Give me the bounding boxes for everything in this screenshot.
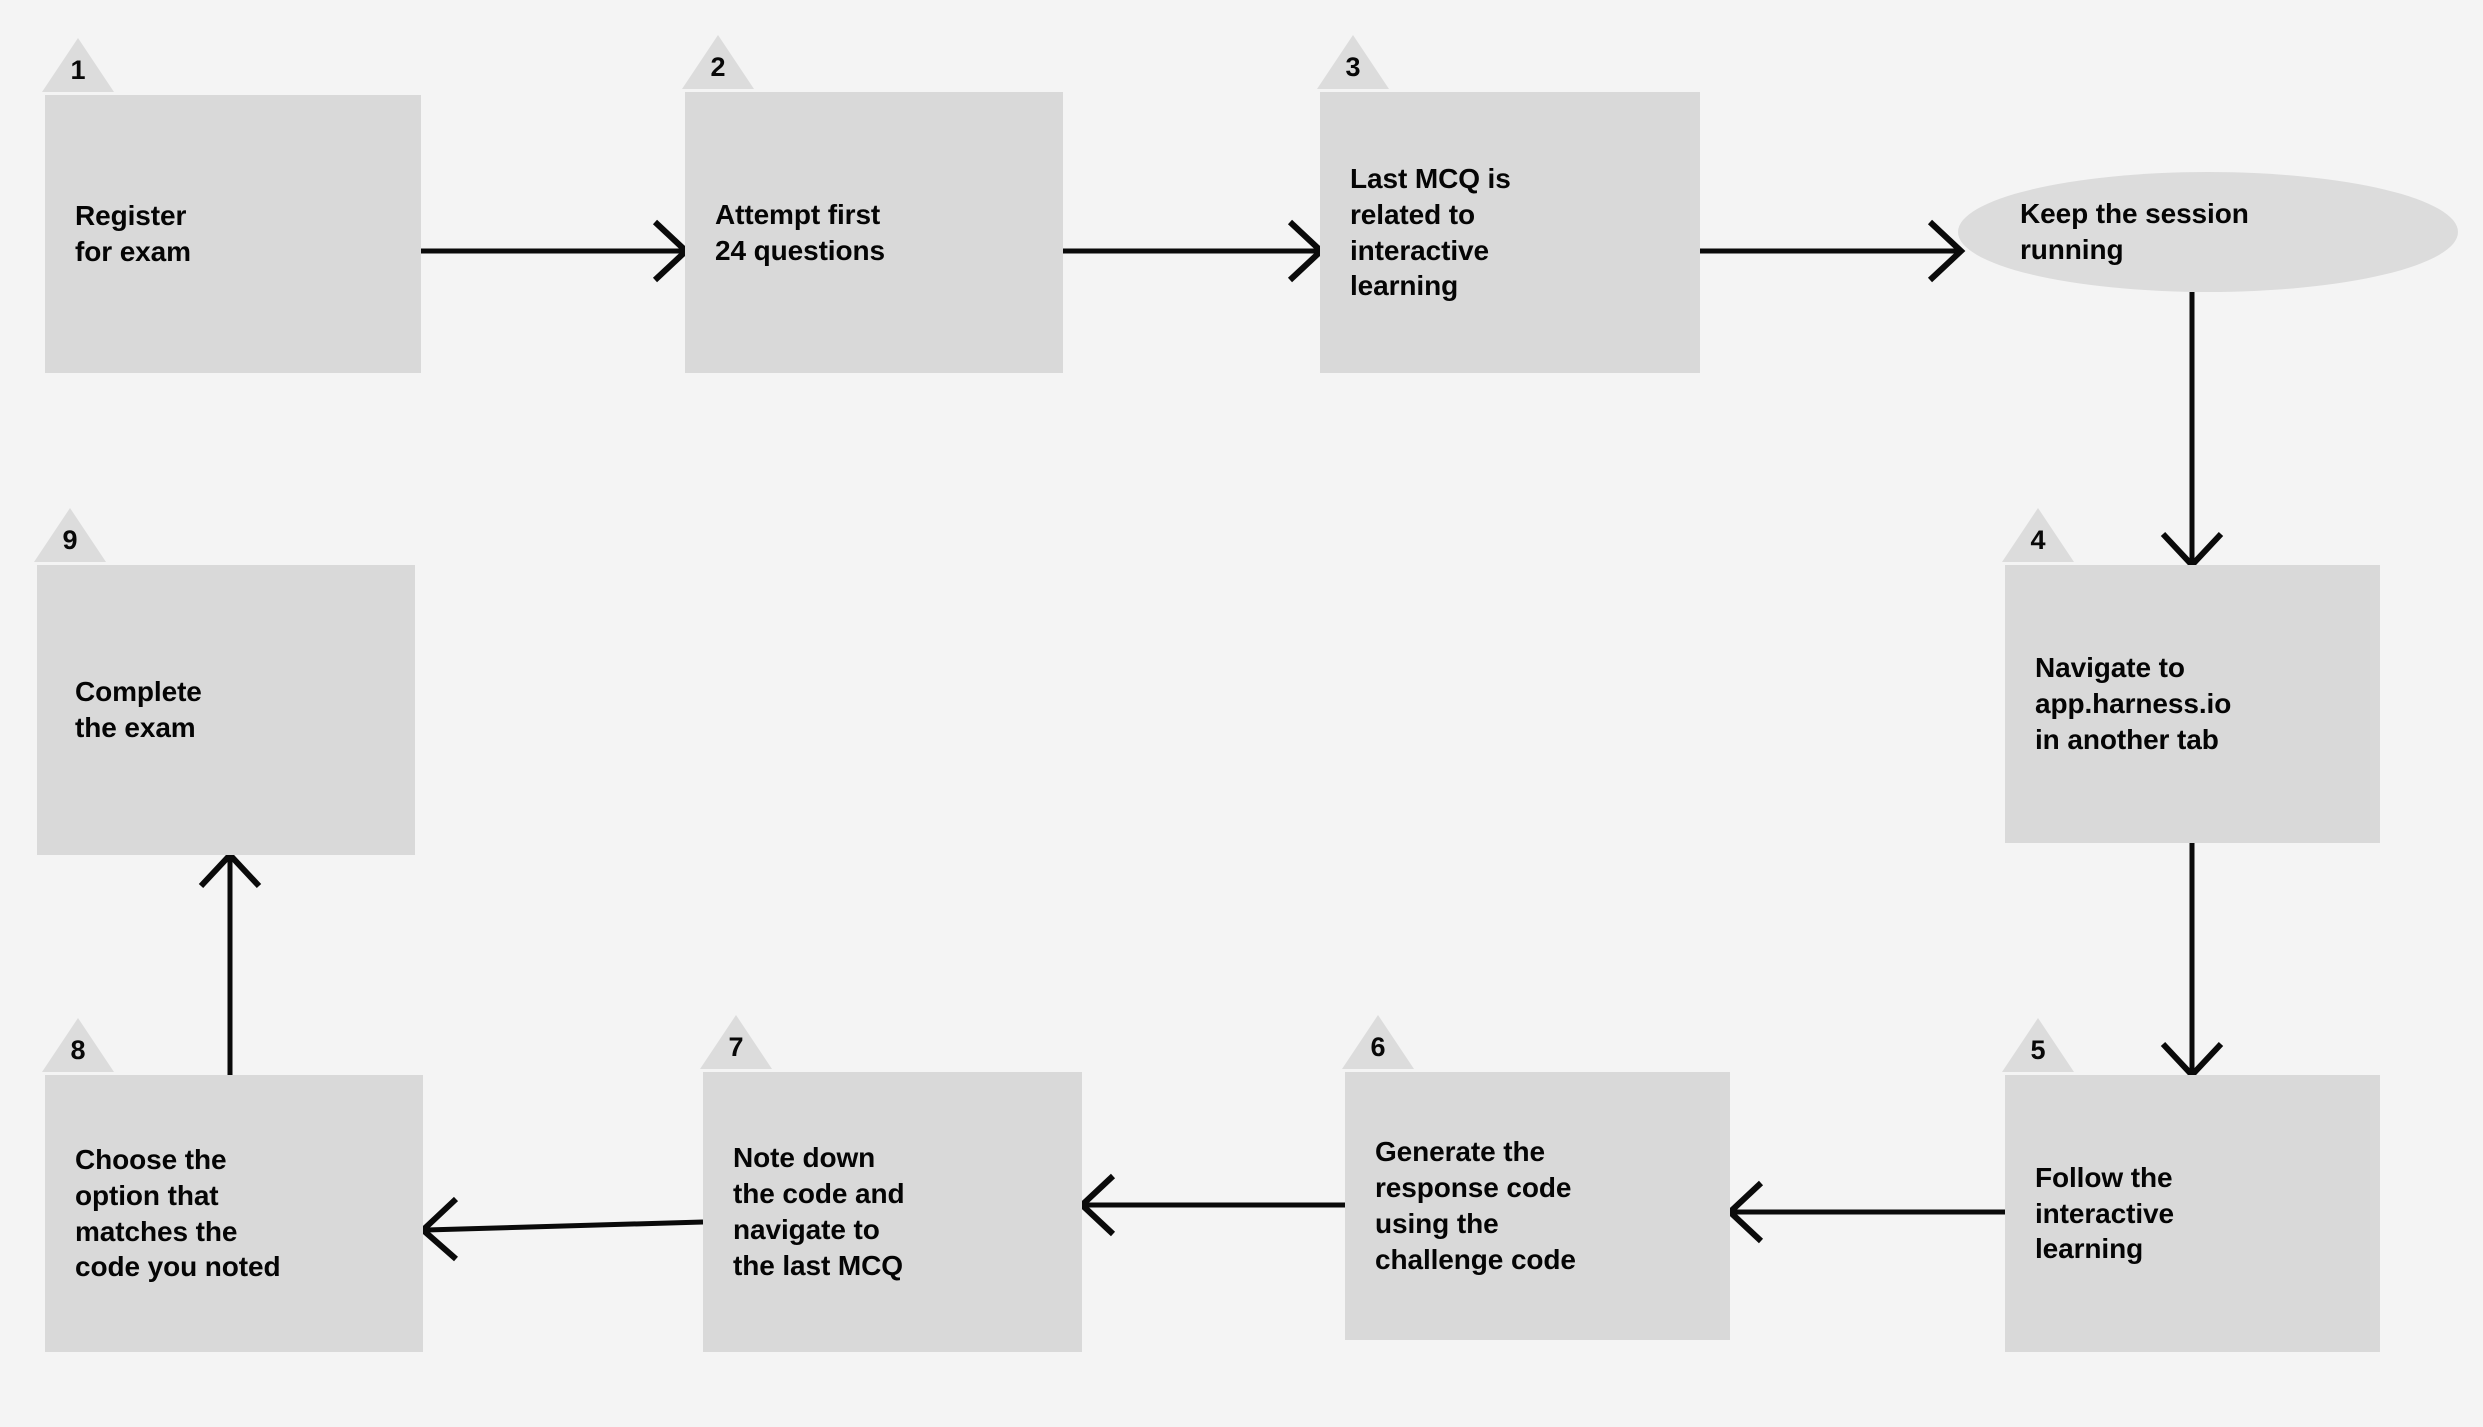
badge-number-9: 9 (62, 525, 78, 555)
node-attempt-first-24-questions[interactable]: Attempt first 24 questions (685, 92, 1063, 373)
arrow-node6-to-node7 (1077, 1173, 1345, 1237)
node-label-9: Complete the exam (75, 676, 202, 743)
badge-number-2: 2 (710, 52, 726, 82)
badge-triangle-1 (42, 38, 114, 92)
badge-number-7: 7 (728, 1032, 744, 1062)
arrow-node1-to-node2 (421, 219, 691, 283)
badge-triangle-9 (34, 508, 106, 562)
badge-number-8: 8 (70, 1035, 86, 1065)
node-label-8: Choose the option that matches the code … (75, 1143, 281, 1283)
node-label-1: Register for exam (75, 200, 191, 267)
badge-triangle-7 (700, 1015, 772, 1069)
node-label-keep-session: Keep the session running (2020, 198, 2249, 265)
node-label-7: Note down the code and navigate to the l… (733, 1142, 905, 1281)
badge-triangle-2 (682, 35, 754, 89)
badge-triangle-4 (2002, 508, 2074, 562)
node-last-mcq-interactive-learning[interactable]: Last MCQ is related to interactive learn… (1320, 92, 1700, 373)
node-register-for-exam[interactable]: Register for exam (45, 95, 421, 373)
node-label-6: Generate the response code using the cha… (1375, 1136, 1576, 1275)
arrow-node4-to-node5 (2160, 843, 2224, 1080)
badge-number-5: 5 (2030, 1035, 2046, 1065)
node-follow-interactive-learning[interactable]: Follow the interactive learning (2005, 1075, 2380, 1352)
badge-number-1: 1 (70, 55, 86, 85)
arrow-node3-to-keep-session (1700, 219, 1966, 283)
node-navigate-app-harness-io[interactable]: Navigate to app.harness.io in another ta… (2005, 565, 2380, 843)
node-choose-matching-option[interactable]: Choose the option that matches the code … (45, 1075, 423, 1352)
badge-triangle-8 (42, 1018, 114, 1072)
badge-number-3: 3 (1345, 52, 1361, 82)
node-note-down-code[interactable]: Note down the code and navigate to the l… (703, 1072, 1082, 1352)
node-label-4: Navigate to app.harness.io in another ta… (2035, 652, 2232, 755)
arrow-node7-to-node8 (418, 1196, 704, 1262)
arrow-node5-to-node6 (1725, 1180, 2005, 1244)
node-complete-the-exam[interactable]: Complete the exam (37, 565, 415, 855)
node-label-5: Follow the interactive learning (2035, 1161, 2174, 1265)
badge-triangle-3 (1317, 35, 1389, 89)
badge-triangle-6 (1342, 1015, 1414, 1069)
arrow-node2-to-node3 (1063, 219, 1326, 283)
badge-number-4: 4 (2030, 525, 2046, 555)
badge-triangle-5 (2002, 1018, 2074, 1072)
arrow-node8-to-node9 (198, 850, 262, 1075)
node-generate-response-code[interactable]: Generate the response code using the cha… (1345, 1072, 1730, 1340)
arrow-keep-session-to-node4 (2160, 292, 2224, 570)
node-label-2: Attempt first 24 questions (715, 198, 885, 266)
badge-number-6: 6 (1370, 1032, 1386, 1062)
node-label-3: Last MCQ is related to interactive learn… (1350, 162, 1511, 302)
node-keep-session-running[interactable]: Keep the session running (1958, 172, 2458, 292)
